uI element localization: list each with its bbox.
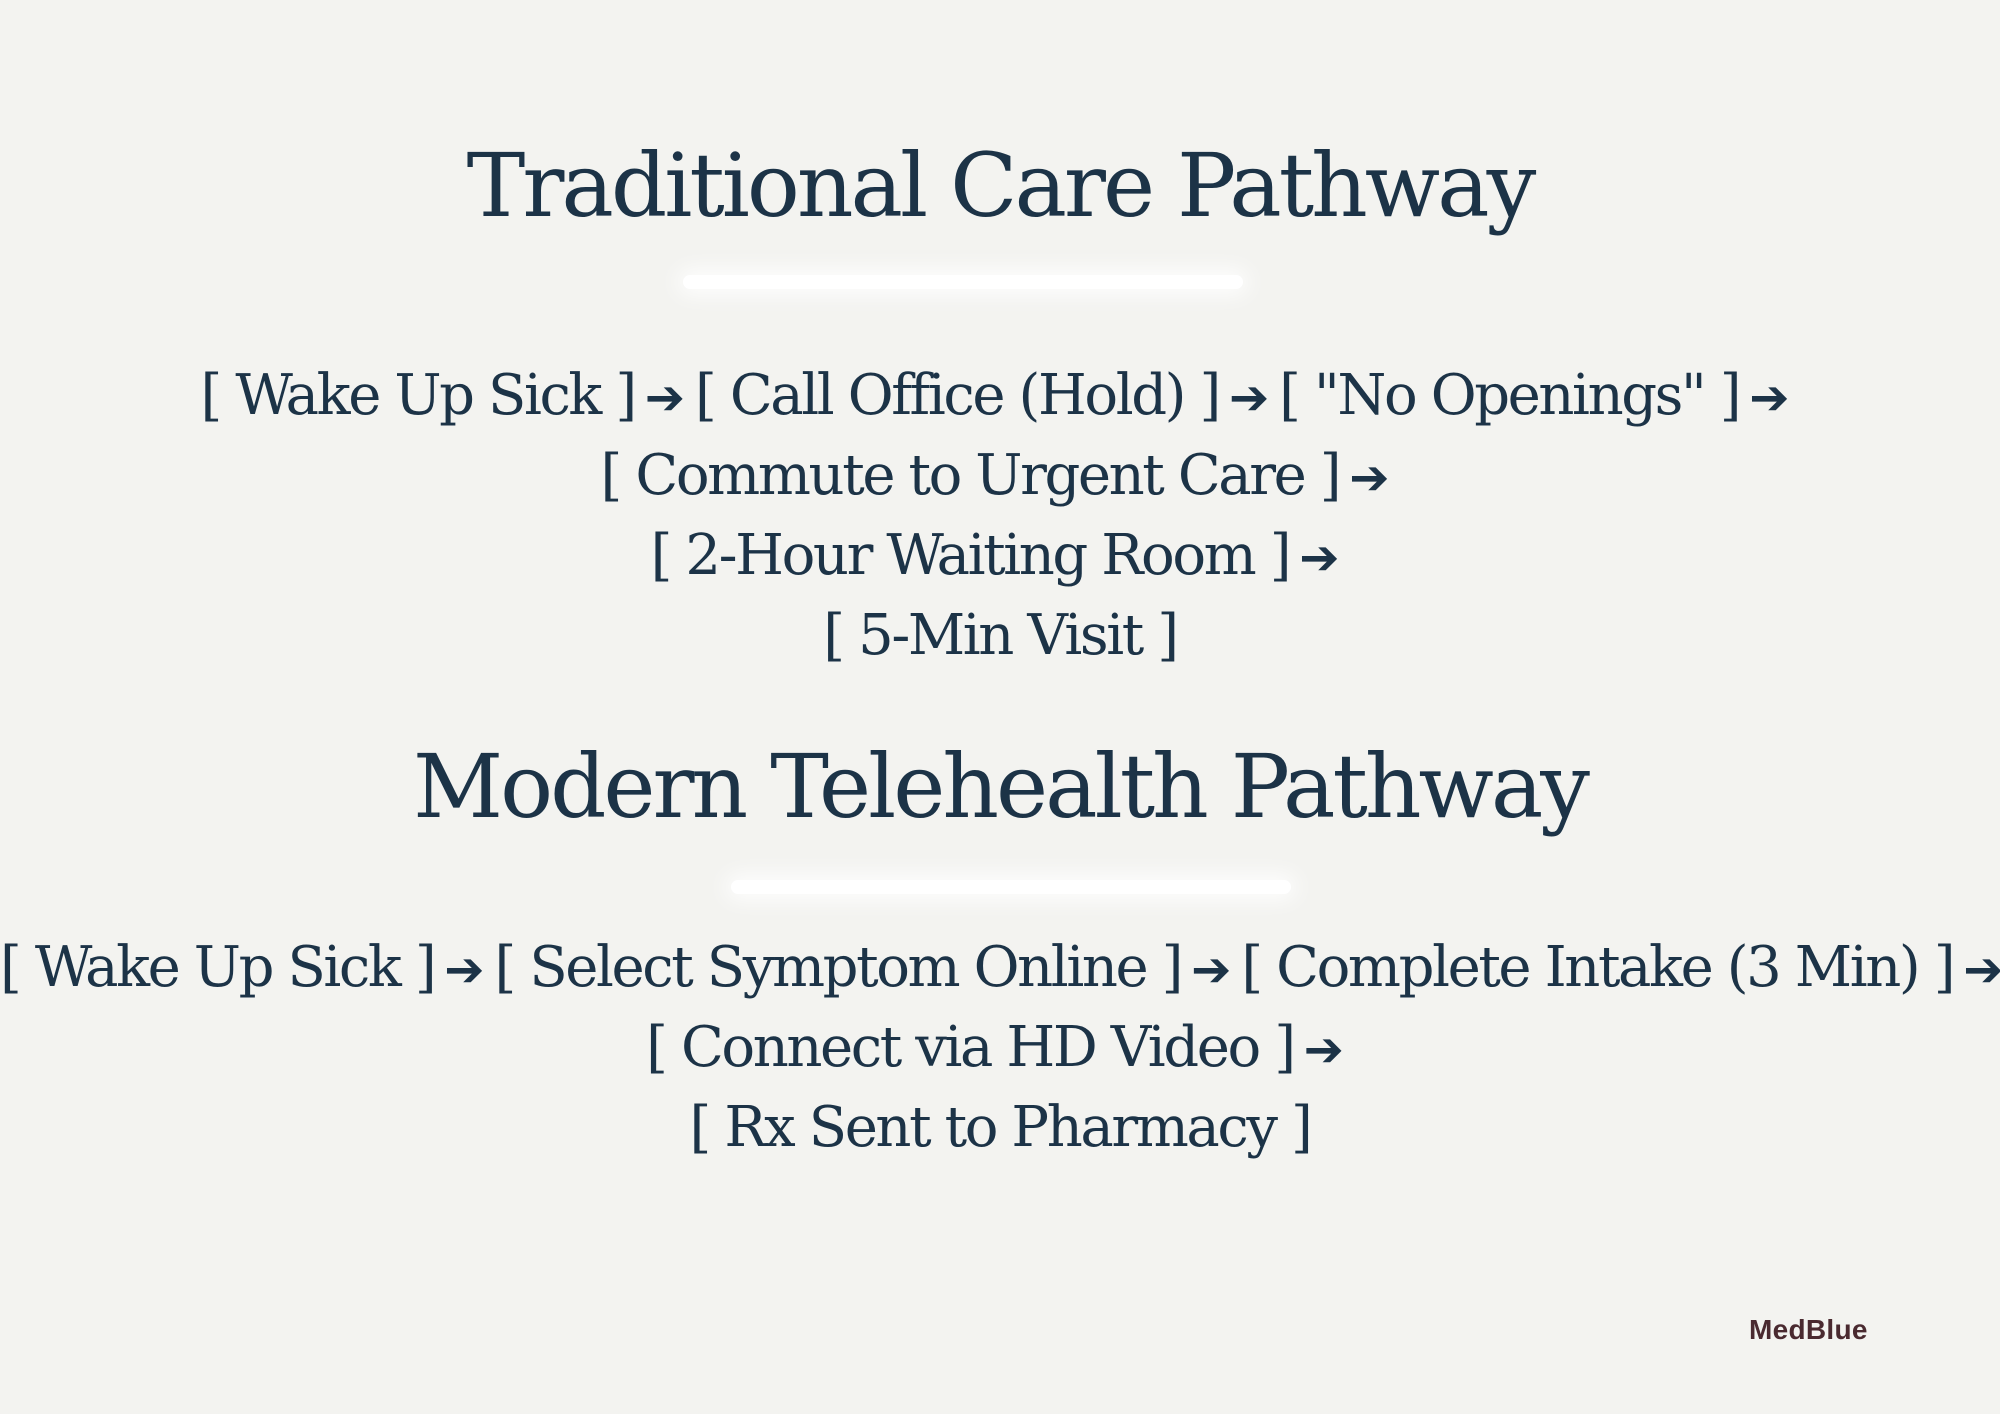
telehealth-flow-line: [ Connect via HD Video ]➔ [0,1008,2000,1088]
step-rx-sent: [ Rx Sent to Pharmacy ] [689,1095,1313,1160]
arrow-right-icon: ➔ [1349,450,1390,506]
step-wake-up-sick: [ Wake Up Sick ] [200,363,638,428]
brand-logo-text: MedBlue [1749,1314,1868,1345]
telehealth-flow-line: [ Rx Sent to Pharmacy ] [0,1088,2000,1168]
arrow-right-icon: ➔ [1749,370,1790,426]
step-short-visit: [ 5-Min Visit ] [823,603,1179,668]
step-call-office: [ Call Office (Hold) ] [695,363,1221,428]
step-select-symptom: [ Select Symptom Online ] [494,935,1183,1000]
step-waiting-room: [ 2-Hour Waiting Room ] [650,523,1292,588]
arrow-right-icon: ➔ [1228,370,1270,426]
arrow-right-icon: ➔ [1303,1022,1344,1078]
traditional-flow-line: [ Commute to Urgent Care ]➔ [0,436,2000,516]
traditional-title-divider [683,275,1243,289]
step-no-openings: [ "No Openings" ] [1279,363,1741,428]
arrow-right-icon: ➔ [1191,942,1232,998]
step-wake-up-sick: [ Wake Up Sick ] [0,935,437,1000]
traditional-flow-line: [ Wake Up Sick ]➔[ Call Office (Hold) ]➔… [0,356,2000,436]
step-connect-video: [ Connect via HD Video ] [646,1015,1296,1080]
step-commute-urgent-care: [ Commute to Urgent Care ] [600,443,1342,508]
arrow-right-icon: ➔ [1299,530,1340,586]
arrow-right-icon: ➔ [444,942,485,998]
arrow-right-icon: ➔ [1963,942,2000,998]
telehealth-flow: [ Wake Up Sick ]➔[ Select Symptom Online… [0,928,2000,1168]
telehealth-pathway-title: Modern Telehealth Pathway [412,735,1590,838]
traditional-flow: [ Wake Up Sick ]➔[ Call Office (Hold) ]➔… [0,356,2000,676]
telehealth-flow-line: [ Wake Up Sick ]➔[ Select Symptom Online… [0,928,2000,1008]
telehealth-title-divider [731,880,1291,894]
arrow-right-icon: ➔ [644,370,686,426]
traditional-flow-line: [ 5-Min Visit ] [0,596,2000,676]
traditional-pathway-title: Traditional Care Pathway [466,134,1537,237]
step-complete-intake: [ Complete Intake (3 Min) ] [1241,935,1955,1000]
traditional-flow-line: [ 2-Hour Waiting Room ]➔ [0,516,2000,596]
